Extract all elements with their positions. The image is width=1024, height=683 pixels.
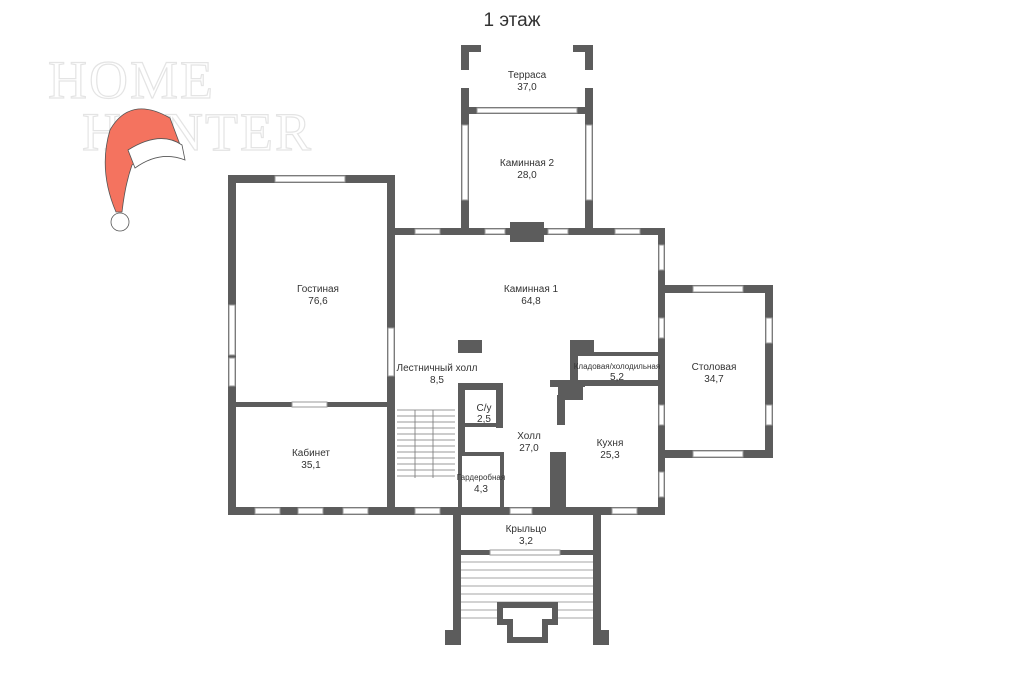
walls [228,45,773,645]
santa-hat-icon [104,108,186,232]
svg-text:HOME: HOME [48,50,215,110]
floor-title: 1 этаж [483,10,541,31]
home-hunter-logo: HOME HUNTER [47,49,312,232]
